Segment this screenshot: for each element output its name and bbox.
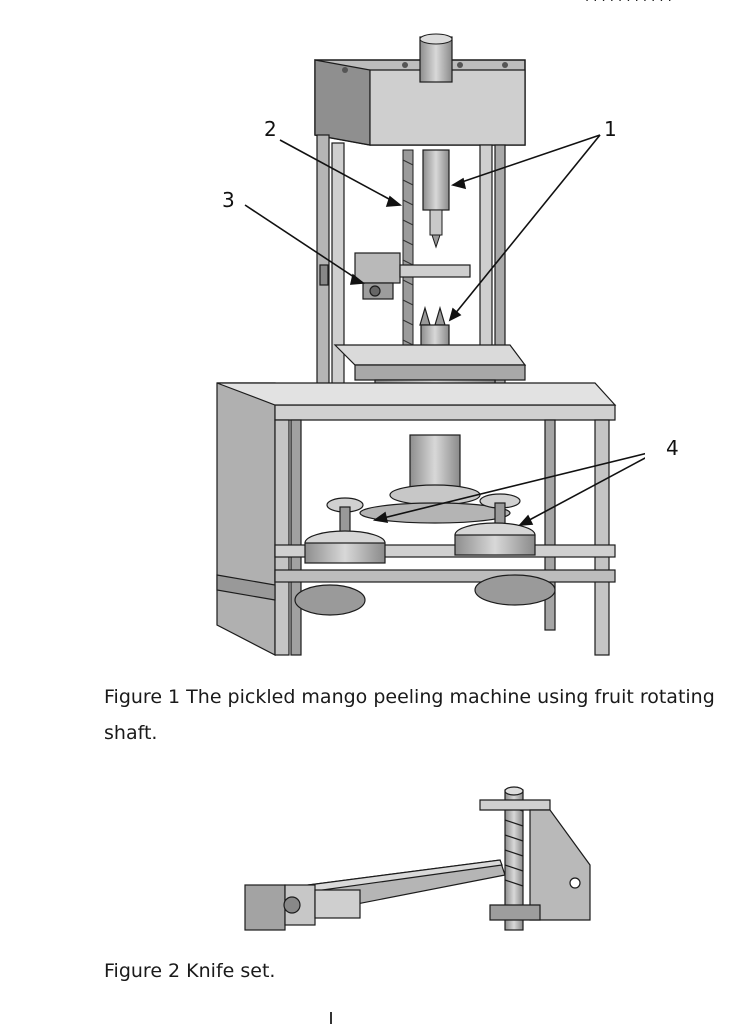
page-header-fragment: · · · · · · · · · · · <box>585 0 672 9</box>
callout-2: 2 <box>264 117 277 141</box>
base-pulleys <box>294 522 556 616</box>
callout-3: 3 <box>222 188 235 212</box>
drive-assembly <box>326 434 521 538</box>
threaded-rod <box>402 149 414 366</box>
top-housing <box>314 59 526 146</box>
upper-fruit-shaft <box>422 149 450 249</box>
callout-1: 1 <box>604 117 617 141</box>
callout-leaders <box>244 134 645 526</box>
figure-1-caption: Figure 1 The pickled mango peeling machi… <box>104 686 715 744</box>
figure-2-knife-set-drawing <box>244 786 591 931</box>
knife-carriage <box>319 252 471 300</box>
top-shaft-cap <box>419 33 453 83</box>
page-mark <box>330 1012 332 1024</box>
figure-2-caption: Figure 2 Knife set. <box>104 960 276 982</box>
figure-1-machine-drawing <box>216 33 645 656</box>
lower-fruit-shaft <box>419 305 450 351</box>
callout-4: 4 <box>666 436 679 460</box>
